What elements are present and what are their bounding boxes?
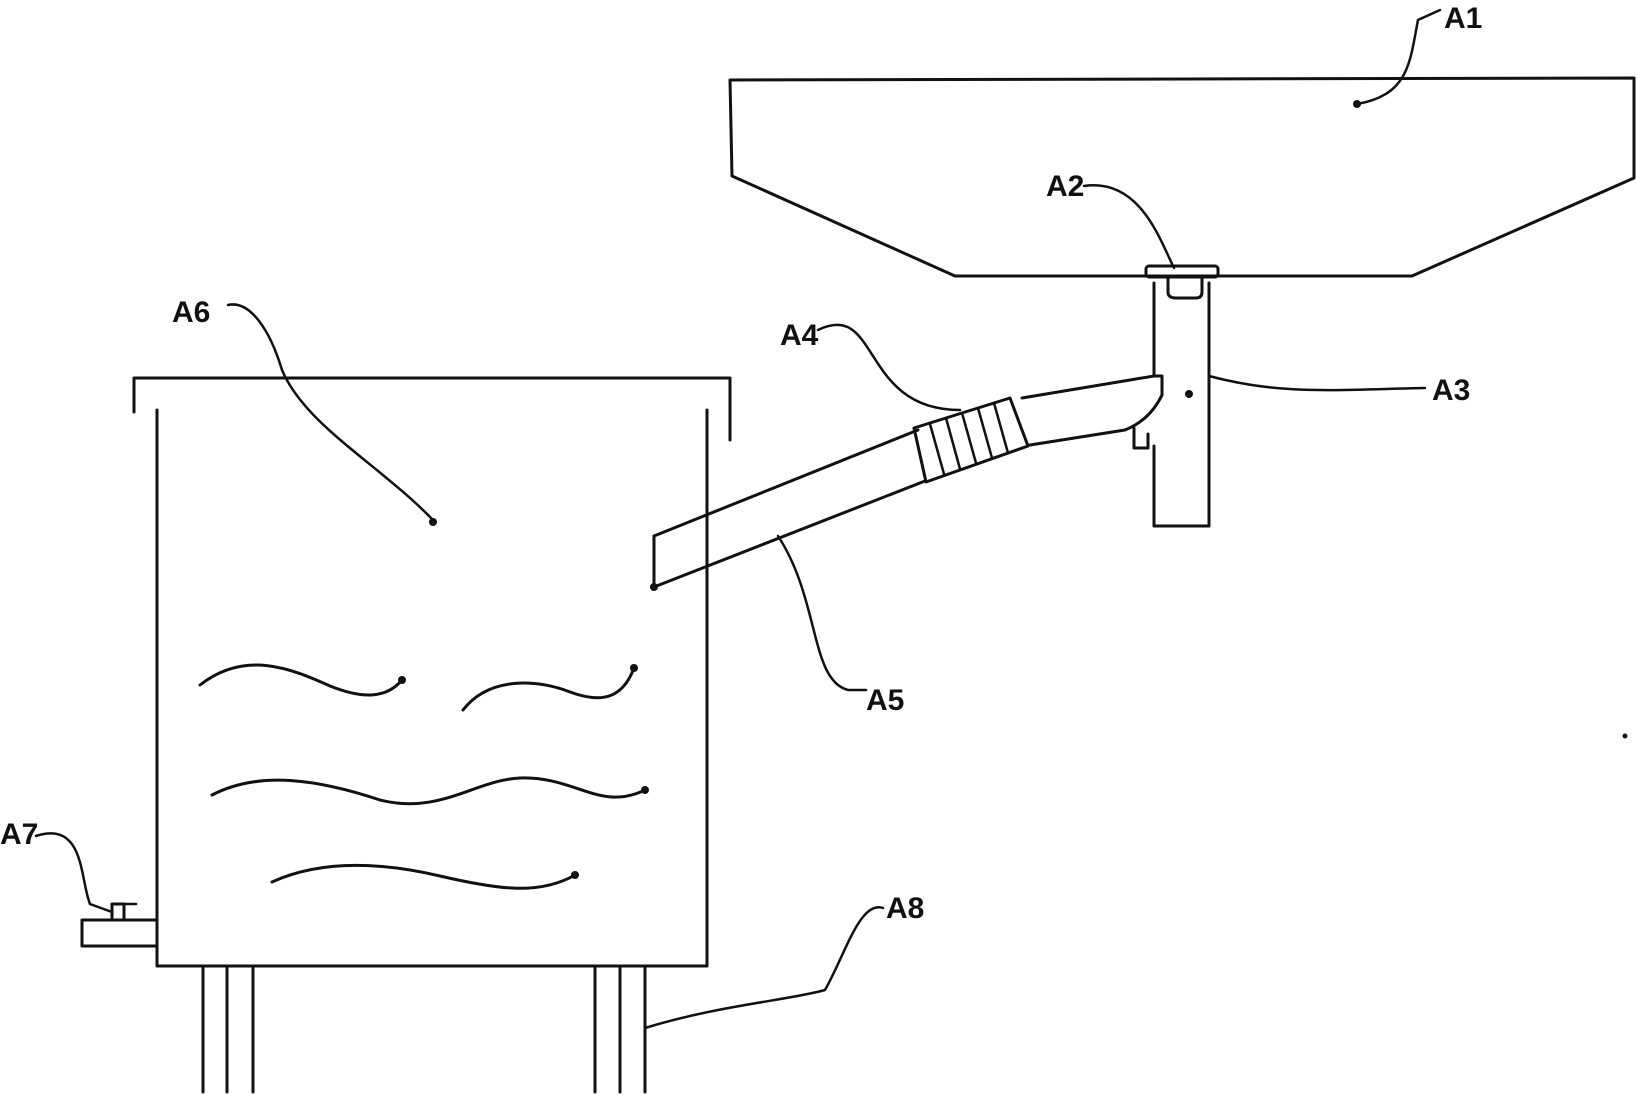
label-a4: A4 [780,319,819,352]
liquid-waves [198,663,647,890]
upper-hopper [728,76,1636,278]
label-a2: A2 [1046,170,1084,203]
label-a8: A8 [886,892,924,925]
leader-a3 [1207,374,1427,392]
leader-a4 [816,323,962,412]
label-a7: A7 [0,818,38,851]
inclined-pipe [652,374,1156,589]
leader-a7 [34,832,114,914]
leader-a8 [643,906,885,1030]
vertical-pipe [1123,281,1211,528]
label-a3: A3 [1432,374,1470,407]
main-tank [132,376,732,968]
flexible-bellows [912,396,1030,484]
leader-a5 [776,534,868,692]
leader-a2 [1082,184,1176,270]
support-legs [201,964,647,1094]
label-a5: A5 [866,684,904,717]
drain-tap [80,902,159,948]
leader-a1 [1355,8,1442,106]
label-a6: A6 [172,296,210,329]
leader-dots [398,100,1628,879]
leader-lines [34,8,1442,1030]
label-a1: A1 [1444,2,1482,35]
outlet-valve [1144,264,1220,300]
leader-a6 [226,303,435,522]
